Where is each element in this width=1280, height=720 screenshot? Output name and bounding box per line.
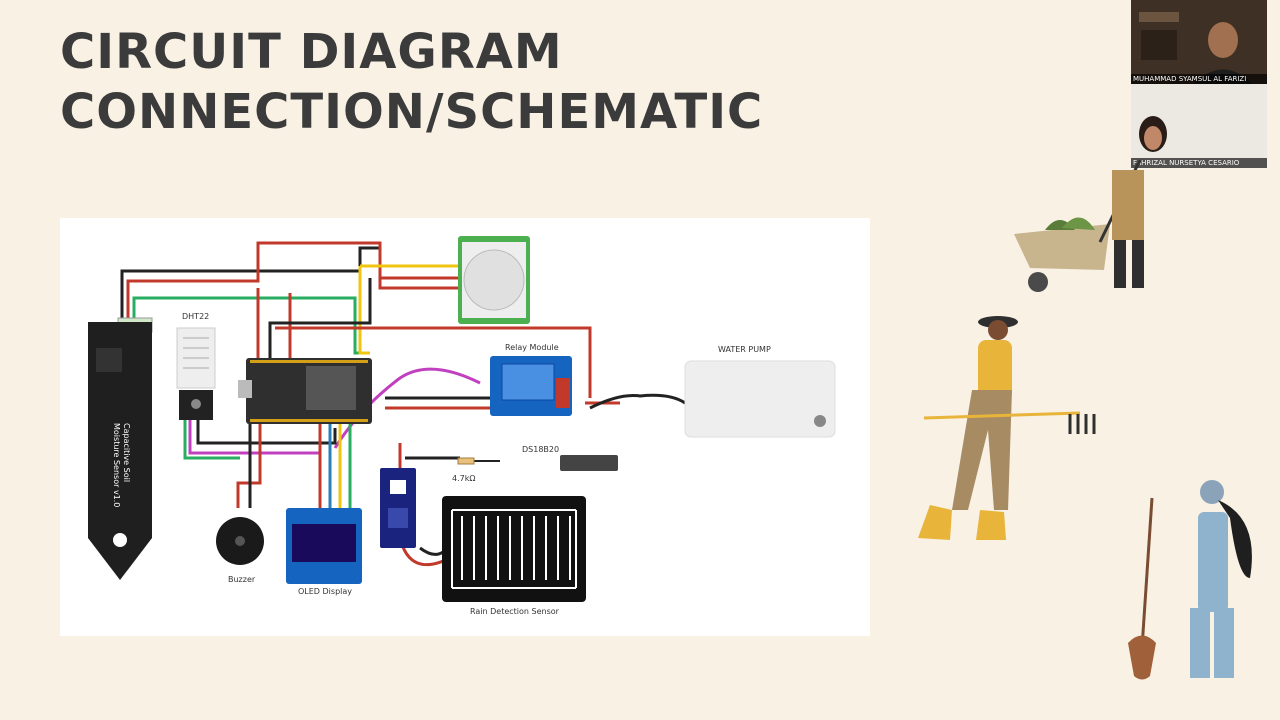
dht22-label: DHT22 <box>182 312 209 321</box>
rain-detection-sensor: Rain Detection Sensor <box>442 496 586 616</box>
slide-title: CIRCUIT DIAGRAM CONNECTION/SCHEMATIC <box>60 22 763 142</box>
participant-2-name: FAHRIZAL NURSETYA CESARIO <box>1131 158 1267 168</box>
soil-sensor-label-1: Capacitive Soil <box>122 423 131 482</box>
title-line-2: CONNECTION/SCHEMATIC <box>60 84 764 140</box>
participant-video-1[interactable]: MUHAMMAD SYAMSUL AL FARIZI <box>1131 0 1267 84</box>
relay-module-label: Relay Module <box>505 343 559 352</box>
farmer-rake-illustration <box>918 316 1096 540</box>
ds18b20-label: DS18B20 <box>522 445 559 454</box>
water-pump-label: WATER PUMP <box>718 345 771 354</box>
oled-display-label: OLED Display <box>298 587 352 596</box>
buzzer: Buzzer <box>216 517 264 584</box>
circuit-diagram-svg: Capacitive Soil Moisture Sensor v1.0 DHT… <box>88 236 836 616</box>
rain-controller-module <box>380 468 416 548</box>
circuit-diagram: Capacitive Soil Moisture Sensor v1.0 DHT… <box>60 218 870 636</box>
rain-sensor-label: Rain Detection Sensor <box>470 607 560 616</box>
relay-module: Relay Module <box>490 343 572 416</box>
farmer-shovel-illustration <box>1128 480 1252 680</box>
buzzer-label: Buzzer <box>228 575 256 584</box>
soil-moisture-sensor: Capacitive Soil Moisture Sensor v1.0 <box>88 317 153 580</box>
participant-1-avatar <box>1131 0 1267 84</box>
ds18b20-sensor: DS18B20 4.7kΩ <box>452 445 618 483</box>
participant-video-2[interactable]: FAHRIZAL NURSETYA CESARIO <box>1131 84 1267 168</box>
dht22-sensor: DHT22 <box>176 312 216 420</box>
participant-1-name: MUHAMMAD SYAMSUL AL FARIZI <box>1131 74 1267 84</box>
farmer-wheelbarrow-illustration <box>1014 159 1144 292</box>
title-line-1: CIRCUIT DIAGRAM <box>60 24 563 80</box>
oled-display: OLED Display <box>286 508 362 596</box>
pir-sensor <box>458 236 530 324</box>
resistor-label: 4.7kΩ <box>452 474 475 483</box>
nodemcu-board <box>238 358 372 424</box>
participant-2-avatar <box>1131 84 1267 168</box>
water-pump: WATER PUMP <box>684 345 836 438</box>
soil-sensor-label-2: Moisture Sensor v1.0 <box>112 423 121 507</box>
